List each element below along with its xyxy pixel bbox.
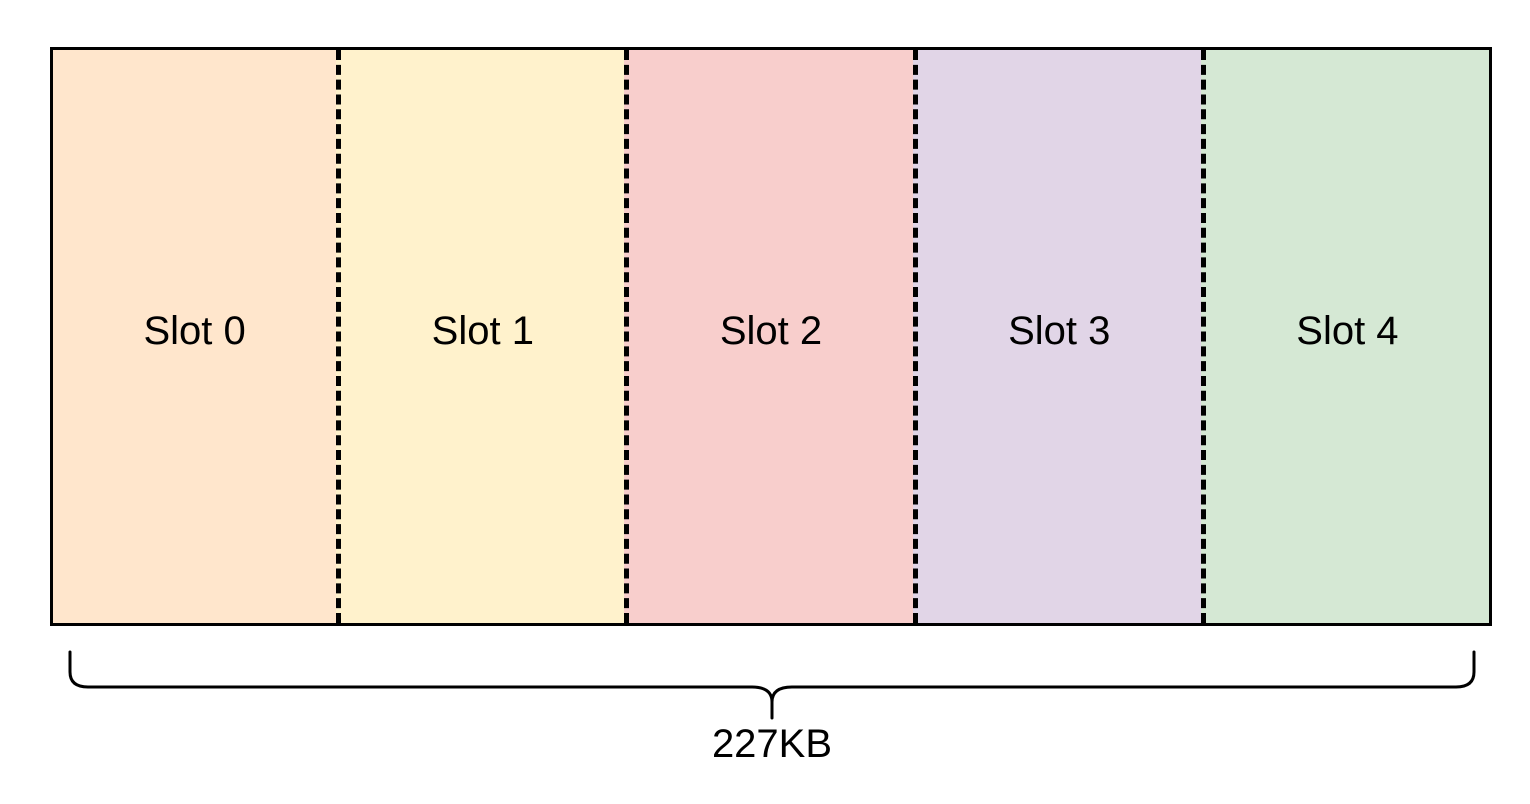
slot-0-label: Slot 0 [143,309,246,353]
slot-2-label: Slot 2 [719,309,823,353]
slot-3-label: Slot 3 [1008,309,1111,353]
brace-path [68,650,1476,720]
total-size-label: 227KB [711,722,833,766]
slot-4-label: Slot 4 [1296,309,1399,353]
slot-1: Slot 1 [336,50,625,623]
slot-1-label: Slot 1 [431,309,534,353]
slot-4: Slot 4 [1200,50,1490,623]
memory-block: Slot 0 Slot 1 Slot 2 Slot 3 Slot 4 [50,47,1492,626]
slot-2: Slot 2 [624,50,913,623]
slot-0: Slot 0 [53,50,337,623]
slot-3: Slot 3 [912,50,1201,623]
